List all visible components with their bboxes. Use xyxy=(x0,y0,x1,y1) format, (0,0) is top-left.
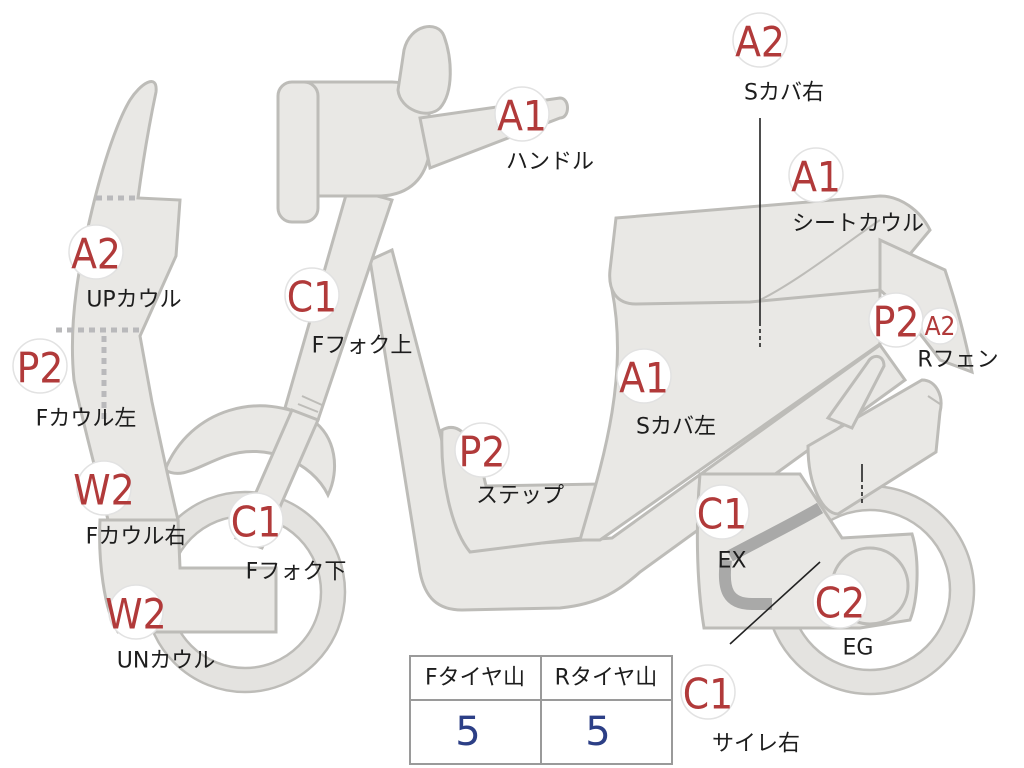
callout-un-cowl[interactable]: W2 UNカウル xyxy=(105,584,216,674)
label-s-cover-right: Sカバ右 xyxy=(744,81,824,106)
leader-lines xyxy=(729,118,863,645)
callout-f-fork-lower[interactable]: C1 Fフォク下 xyxy=(228,492,347,585)
callout-s-cover-right[interactable]: A2 Sカバ右 xyxy=(732,12,824,106)
header-rear-tire-tread: Rタイヤ山 xyxy=(555,666,658,691)
code-r-fender: P2 xyxy=(873,298,920,347)
code-f-fork-upper: C1 xyxy=(287,273,337,322)
callout-exhaust[interactable]: C1 EX xyxy=(694,484,750,574)
code-f-fork-lower: C1 xyxy=(231,498,281,547)
mirror xyxy=(396,25,452,115)
callout-seat-cowl[interactable]: A1 シートカウル xyxy=(788,147,924,237)
value-rear-tire-tread[interactable]: 5 xyxy=(585,709,610,755)
label-f-fork-upper: Fフォク上 xyxy=(312,334,413,359)
label-engine: EG xyxy=(843,636,874,661)
callout-f-fork-upper[interactable]: C1 Fフォク上 xyxy=(284,267,413,359)
value-front-tire-tread[interactable]: 5 xyxy=(455,709,480,755)
code2-r-fender: A2 xyxy=(925,312,956,342)
callout-engine[interactable]: C2 EG xyxy=(812,573,874,661)
code-up-cowl: A2 xyxy=(71,230,121,279)
tire-table: Fタイヤ山 Rタイヤ山 5 5 xyxy=(409,655,673,765)
callout-r-fender[interactable]: P2 A2 Rフェン xyxy=(868,292,999,373)
code-exhaust: C1 xyxy=(697,490,747,539)
air-box xyxy=(806,378,943,516)
header-front-tire-tread: Fタイヤ山 xyxy=(425,666,525,691)
callout-f-cowl-right[interactable]: W2 Fカウル右 xyxy=(73,460,187,550)
label-up-cowl: UPカウル xyxy=(86,288,181,313)
callout-silencer-right[interactable]: C1 サイレ右 xyxy=(680,664,800,757)
label-un-cowl: UNカウル xyxy=(117,649,216,674)
headlight xyxy=(276,80,320,224)
code-f-cowl-left: P2 xyxy=(17,344,64,393)
exhaust-pipe xyxy=(718,502,824,610)
callout-f-cowl-left[interactable]: P2 Fカウル左 xyxy=(12,338,137,432)
callout-up-cowl[interactable]: A2 UPカウル xyxy=(68,224,182,313)
code-s-cover-left: A1 xyxy=(619,354,669,403)
label-seat-cowl: シートカウル xyxy=(792,212,924,237)
code-step: P2 xyxy=(459,428,506,477)
label-r-fender: Rフェン xyxy=(917,348,998,373)
code-handle: A1 xyxy=(497,92,547,141)
label-exhaust: EX xyxy=(718,549,747,574)
label-handle: ハンドル xyxy=(506,150,594,175)
code-un-cowl: W2 xyxy=(105,590,166,639)
code-f-cowl-right: W2 xyxy=(73,466,134,515)
label-f-fork-lower: Fフォク下 xyxy=(246,560,347,585)
code-seat-cowl: A1 xyxy=(791,153,841,202)
label-f-cowl-right: Fカウル右 xyxy=(86,525,187,550)
grab-bar xyxy=(825,355,886,430)
callout-handle[interactable]: A1 ハンドル xyxy=(494,86,594,175)
label-step: ステップ xyxy=(476,484,564,509)
code-silencer-right: C1 xyxy=(683,670,733,719)
callout-step[interactable]: P2 ステップ xyxy=(454,422,564,509)
label-f-cowl-left: Fカウル左 xyxy=(36,407,137,432)
label-silencer-right: サイレ右 xyxy=(712,732,800,757)
label-s-cover-left: Sカバ左 xyxy=(636,415,716,440)
code-engine: C2 xyxy=(815,579,865,628)
callout-s-cover-left[interactable]: A1 Sカバ左 xyxy=(616,348,716,440)
code-s-cover-right: A2 xyxy=(735,18,785,67)
